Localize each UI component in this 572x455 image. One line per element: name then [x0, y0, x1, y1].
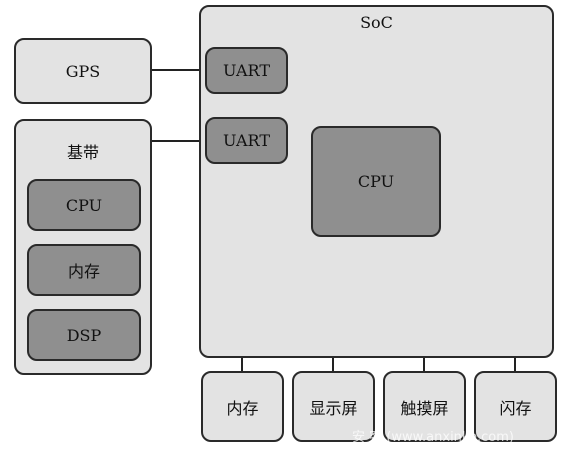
baseband-memory: 内存: [27, 244, 141, 296]
peripheral-touchscreen-label: 触摸屏: [400, 398, 449, 418]
soc-title: SoC: [360, 13, 393, 32]
soc-uart-top: UART: [205, 47, 288, 94]
gps-block: GPS: [14, 38, 152, 104]
peripheral-touchscreen: 触摸屏: [383, 371, 466, 442]
gps-uart-link: [152, 69, 207, 71]
peripheral-memory-label: 内存: [226, 398, 259, 418]
baseband-dsp: DSP: [27, 309, 141, 361]
soc-display-link: [332, 356, 334, 373]
baseband-title: 基带: [66, 143, 99, 162]
soc-cpu: CPU: [311, 126, 441, 237]
soc-uart-bottom: UART: [205, 117, 288, 164]
baseband-memory-label: 内存: [67, 262, 100, 281]
gps-label: GPS: [65, 61, 101, 81]
baseband-cpu: CPU: [27, 179, 141, 231]
baseband-uart-link: [152, 140, 207, 142]
peripheral-display-label: 显示屏: [309, 398, 358, 418]
uart-bottom-label: UART: [223, 131, 270, 150]
peripheral-flash-label: 闪存: [499, 398, 532, 418]
soc-cpu-label: CPU: [357, 172, 395, 191]
baseband-dsp-label: DSP: [66, 325, 102, 345]
baseband-cpu-label: CPU: [65, 195, 103, 215]
soc-flash-link: [514, 356, 516, 373]
watermark-text: 安 客 (www.anxinke.com): [352, 430, 514, 445]
peripheral-display: 显示屏: [292, 371, 375, 442]
peripheral-flash: 闪存: [474, 371, 557, 442]
soc-memory-link: [241, 356, 243, 373]
soc-touchscreen-link: [423, 356, 425, 373]
uart-top-label: UART: [223, 61, 270, 80]
peripheral-memory: 内存: [201, 371, 284, 442]
